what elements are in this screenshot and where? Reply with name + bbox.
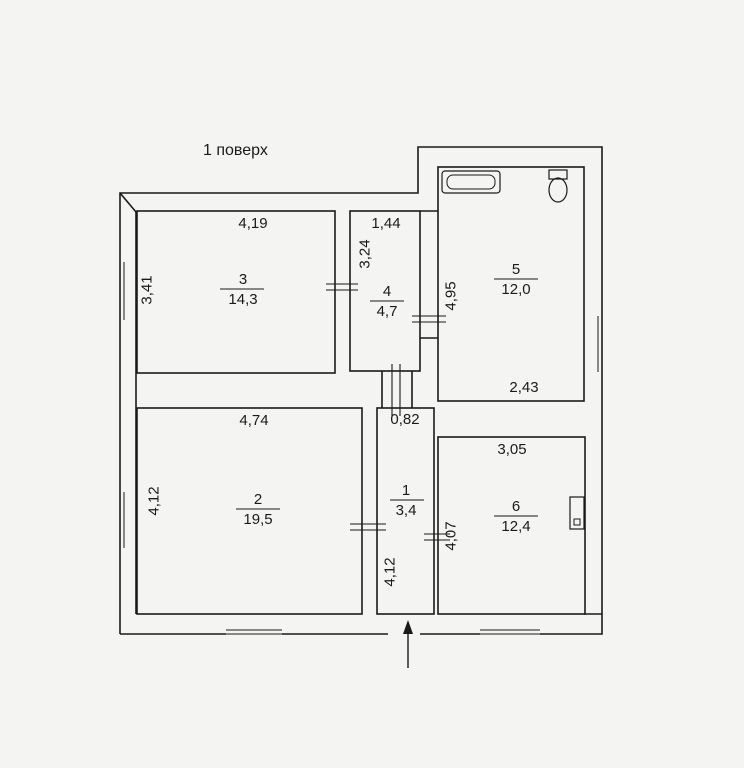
- dim-room6-height: 4,07: [442, 521, 460, 551]
- bathtub-icon: [441, 170, 501, 194]
- bathtub-inner: [446, 174, 496, 190]
- toilet-icon: [548, 169, 568, 180]
- entrance-arrowhead-icon: [403, 620, 413, 634]
- room-3-area: 14,3: [228, 291, 258, 308]
- room-1: [376, 407, 435, 615]
- room-6: [437, 436, 586, 615]
- wall-right-inner: [420, 210, 602, 615]
- boiler-detail: [573, 518, 581, 526]
- floor-title: 1 поверх: [203, 142, 268, 159]
- room-6-number: 6: [511, 498, 521, 515]
- room-2: [136, 407, 363, 615]
- dim-room5-width: 2,43: [509, 379, 539, 396]
- inner-wall-left-outer: [119, 192, 137, 614]
- dim-room2-height: 4,12: [145, 486, 163, 516]
- dim-room2-width: 4,74: [239, 412, 269, 429]
- dim-room3-width: 4,19: [238, 215, 268, 232]
- boiler-icon: [569, 496, 585, 530]
- door-room4-room5: [412, 315, 446, 323]
- room-6-area: 12,4: [501, 518, 531, 535]
- window-bottom-right: [480, 629, 540, 635]
- outer-wall: [119, 146, 603, 635]
- door-room3-room4: [326, 283, 358, 291]
- room-5-number: 5: [511, 261, 521, 278]
- dim-corridor-width: 0,82: [390, 411, 420, 428]
- room-3: [136, 210, 336, 374]
- room-4-area: 4,7: [376, 303, 398, 320]
- door-room2-room1: [350, 523, 386, 531]
- window-left-lower: [119, 492, 125, 548]
- window-left-upper: [119, 262, 125, 320]
- room-2-number: 2: [253, 491, 263, 508]
- window-bottom-left: [226, 629, 282, 635]
- room-4: [349, 210, 421, 372]
- room-5-area: 12,0: [501, 281, 531, 298]
- window-right: [597, 316, 603, 372]
- dim-room1-height: 4,12: [381, 557, 399, 587]
- room-2-area: 19,5: [243, 511, 273, 528]
- corridor-walls: [381, 371, 413, 408]
- dim-room4-height: 3,24: [356, 239, 374, 269]
- dim-room4-width: 1,44: [371, 215, 401, 232]
- room-1-number: 1: [401, 482, 411, 499]
- dim-room5-height: 4,95: [442, 281, 460, 311]
- door-room1-room6: [424, 533, 450, 541]
- room-1-area: 3,4: [395, 502, 417, 519]
- room-5: [437, 166, 585, 402]
- room-3-number: 3: [238, 271, 248, 288]
- dim-room3-height: 3,41: [138, 275, 156, 305]
- toilet-bowl: [548, 177, 568, 203]
- room-4-number: 4: [382, 283, 392, 300]
- dim-room6-width: 3,05: [497, 441, 527, 458]
- door-corridor: [391, 364, 401, 416]
